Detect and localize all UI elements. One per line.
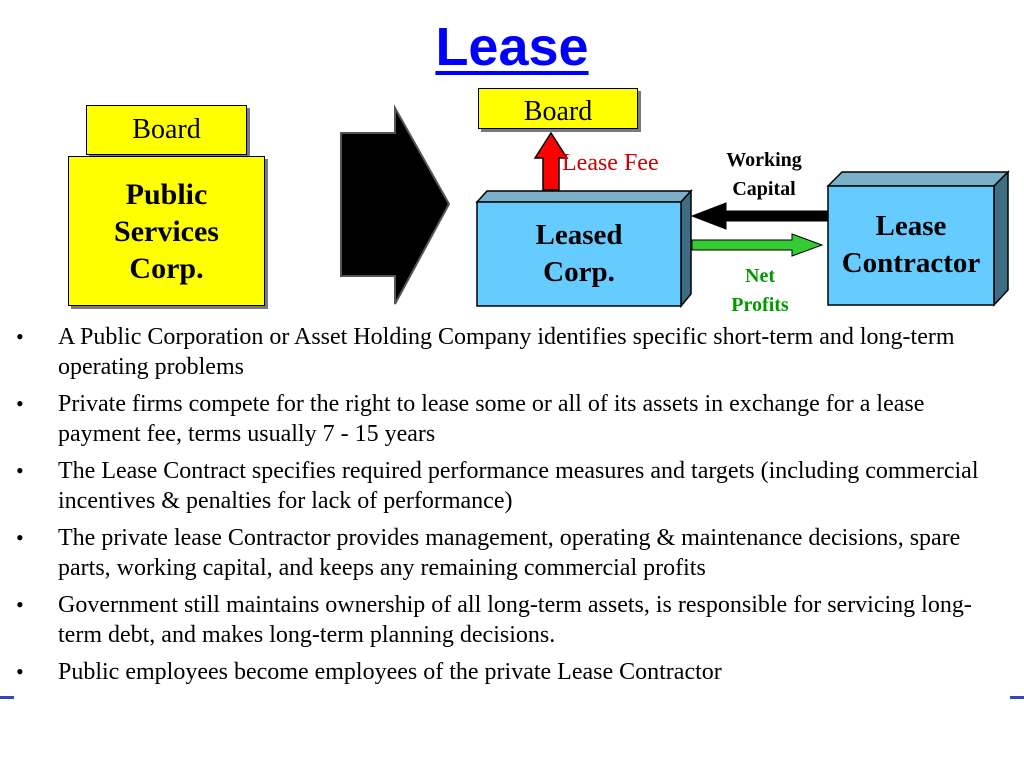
diagram-graphics bbox=[340, 104, 1010, 309]
bullet-dot-icon: • bbox=[16, 391, 24, 416]
slide-title: Lease bbox=[435, 17, 589, 77]
lease-contractor-line-2: Contractor bbox=[841, 247, 981, 279]
leased-corp-text: Leased Corp. bbox=[477, 203, 681, 305]
bullet-text: The private lease Contractor provides ma… bbox=[58, 525, 961, 581]
bullet-dot-icon: • bbox=[16, 525, 24, 550]
bullet-text: Private firms compete for the right to l… bbox=[58, 391, 925, 447]
bullet-item: • The Lease Contract specifies required p… bbox=[0, 456, 1024, 516]
net-profits-label: Net Profits bbox=[712, 262, 808, 320]
bullet-dot-icon: • bbox=[16, 592, 24, 617]
working-capital-arrow-icon bbox=[690, 202, 828, 230]
lease-contractor-text: Lease Contractor bbox=[828, 186, 994, 304]
right-board-box: Board bbox=[478, 88, 638, 129]
right-board-label: Board bbox=[523, 96, 593, 127]
bullet-item: • Private firms compete for the right to … bbox=[0, 389, 1024, 449]
leased-corp-line-2: Corp. bbox=[543, 256, 615, 288]
bullet-dot-icon: • bbox=[16, 659, 24, 684]
bullet-item: • A Public Corporation or Asset Holding C… bbox=[0, 322, 1024, 382]
bullet-item: • The private lease Contractor provides m… bbox=[0, 523, 1024, 583]
lease-fee-arrow-icon bbox=[533, 131, 569, 191]
left-board-label: Board bbox=[132, 114, 201, 145]
bullet-item: • Public employees become employees of th… bbox=[0, 657, 1024, 687]
bullet-text: The Lease Contract specifies required pe… bbox=[58, 458, 979, 514]
net-profits-line-1: Net bbox=[745, 265, 775, 287]
public-corp-line-3: Corp. bbox=[129, 251, 204, 285]
lease-fee-label: Lease Fee bbox=[562, 150, 659, 176]
leased-corp-box bbox=[475, 189, 693, 309]
lease-contractor-line-1: Lease bbox=[875, 210, 947, 242]
bullet-text: A Public Corporation or Asset Holding Co… bbox=[58, 324, 955, 380]
working-capital-label: Working Capital bbox=[705, 146, 823, 204]
left-board-box: Board bbox=[86, 105, 247, 155]
bullet-text: Public employees become employees of the… bbox=[58, 659, 722, 685]
public-services-corp-box: Public Services Corp. bbox=[68, 156, 265, 306]
bullet-dot-icon: • bbox=[16, 458, 24, 483]
bullet-text: Government still maintains ownership of … bbox=[58, 592, 972, 648]
bullet-item: • Government still maintains ownership of… bbox=[0, 590, 1024, 650]
net-profits-arrow-icon bbox=[691, 233, 824, 257]
transition-arrow-icon bbox=[340, 104, 451, 305]
working-capital-line-1: Working bbox=[726, 149, 802, 171]
public-corp-line-2: Services bbox=[114, 214, 219, 248]
right-edge-mark bbox=[1010, 696, 1024, 699]
working-capital-line-2: Capital bbox=[732, 178, 796, 200]
bullet-list: • A Public Corporation or Asset Holding C… bbox=[0, 322, 1024, 694]
left-edge-mark bbox=[0, 696, 14, 699]
bullet-dot-icon: • bbox=[16, 324, 24, 349]
net-profits-line-2: Profits bbox=[731, 294, 789, 316]
lease-contractor-box bbox=[826, 170, 1010, 307]
leased-corp-line-1: Leased bbox=[535, 219, 623, 251]
public-corp-line-1: Public bbox=[125, 177, 208, 211]
